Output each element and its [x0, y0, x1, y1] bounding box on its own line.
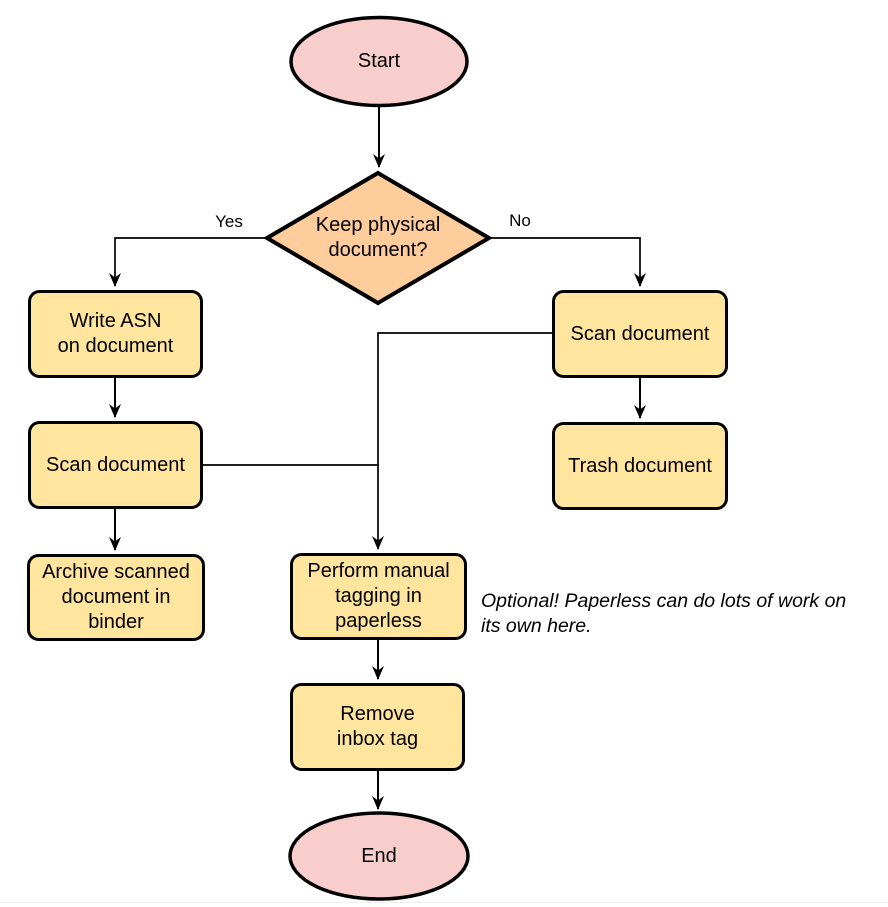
node-remove-inbox-shape	[290, 683, 465, 771]
node-decision-shape	[263, 170, 493, 306]
edge-label-no: No	[509, 211, 531, 230]
node-scan-left-shape	[28, 421, 203, 509]
bottom-divider	[0, 902, 888, 903]
edge-decision-to-write-asn	[109, 237, 265, 287]
edge-decision-to-scan-right	[491, 237, 646, 287]
node-scan-right-shape	[552, 290, 728, 378]
node-archive-shape	[27, 554, 205, 641]
node-trash-shape	[552, 422, 728, 510]
node-tagging-shape	[290, 553, 467, 640]
node-start-shape	[289, 15, 469, 108]
node-end-shape	[288, 811, 470, 901]
edge-scan-right-to-tagging	[372, 332, 552, 550]
node-write-asn-shape	[28, 290, 203, 378]
edge-label-yes: Yes	[215, 212, 243, 231]
annotation-optional-note: Optional! Paperless can do lots of work …	[481, 590, 847, 637]
